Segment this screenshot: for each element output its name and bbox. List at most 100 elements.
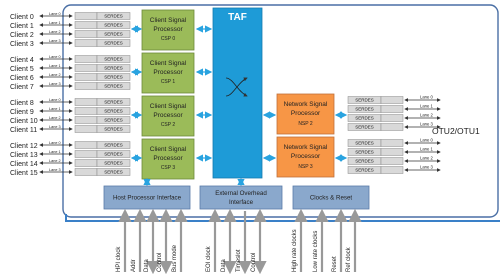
serdes-label: SERDES	[104, 161, 123, 166]
serdes-port-box	[380, 123, 404, 131]
csp-title-line2: Processor	[153, 112, 183, 119]
client-label: Client 14	[10, 161, 38, 168]
serdes-box	[96, 55, 131, 63]
client-label: Client 5	[10, 66, 34, 73]
control-signal-label: Control	[157, 253, 163, 272]
serdes-port-box	[74, 168, 98, 176]
high-rate-clocks-signal-label: High rate clocks	[292, 229, 298, 272]
serdes-box	[96, 39, 131, 47]
lane-label: Lane 3	[420, 122, 433, 127]
serdes-label: SERDES	[355, 116, 374, 121]
lane-label: Lane 3	[420, 165, 433, 170]
reset-signal-label: Reset	[332, 256, 338, 272]
client-label: Client 0	[10, 14, 34, 21]
timeslot-signal-label: Timeslot	[236, 249, 242, 272]
lane-label: Lane 1	[49, 21, 61, 25]
nsp-title-line1: Network Signal	[284, 101, 328, 108]
serdes-port-box	[74, 55, 98, 63]
serdes-port-box	[380, 96, 404, 104]
serdes-port-box	[74, 116, 98, 124]
csp-id: CSP 3	[161, 165, 176, 171]
csp-title-line1: Client Signal	[150, 60, 187, 67]
low-rate-clocks-signal-label: Low rate clocks	[313, 231, 319, 272]
nsp-block	[276, 136, 335, 178]
client-label: Client 2	[10, 32, 34, 39]
serdes-port-box	[74, 21, 98, 29]
serdes-box	[96, 150, 131, 158]
lane-label: Lane 2	[420, 113, 433, 118]
serdes-label: SERDES	[355, 98, 374, 103]
hpi-clock-signal-label: HPI clock	[116, 246, 122, 272]
serdes-label: SERDES	[355, 168, 374, 173]
serdes-label: SERDES	[104, 66, 123, 71]
lane-label: Lane 0	[420, 95, 433, 100]
nsp-id: NSP 3	[298, 164, 313, 170]
serdes-box	[96, 116, 131, 124]
nsp-title-line2: Processor	[291, 153, 321, 160]
serdes-port-box	[380, 139, 404, 147]
csp-id: CSP 0	[161, 36, 176, 42]
otu-label: OTU2/OTU1	[432, 126, 480, 136]
serdes-port-box	[74, 107, 98, 115]
bus-mode-signal-label: Bus mode	[172, 244, 178, 272]
serdes-label: SERDES	[104, 14, 123, 19]
serdes-label: SERDES	[104, 118, 123, 123]
overhead-data-signal-label: Data	[221, 259, 227, 272]
serdes-port-box	[74, 159, 98, 167]
taf-label: TAF	[228, 12, 247, 23]
client-label: Client 6	[10, 75, 34, 82]
lane-label: Lane 0	[49, 98, 61, 102]
nsp-title-line2: Processor	[291, 110, 321, 117]
lane-label: Lane 0	[49, 12, 61, 16]
serdes-port-box	[380, 114, 404, 122]
serdes-port-box	[74, 150, 98, 158]
client-label: Client 9	[10, 109, 34, 116]
serdes-box	[96, 64, 131, 72]
lane-label: Lane 0	[49, 141, 61, 145]
serdes-port-box	[74, 73, 98, 81]
csp-block	[141, 95, 195, 137]
csp-title-line2: Processor	[153, 26, 183, 33]
taf-cross-line	[225, 77, 248, 97]
lane-label: Lane 1	[420, 104, 433, 109]
serdes-label: SERDES	[104, 84, 123, 89]
overhead-box-label-line2: Interface	[229, 199, 254, 206]
serdes-label: SERDES	[104, 109, 123, 114]
serdes-label: SERDES	[104, 143, 123, 148]
lane-label: Lane 1	[420, 147, 433, 152]
csp-title-line2: Processor	[153, 155, 183, 162]
csp-id: CSP 2	[161, 122, 176, 128]
addr-signal-label: Addr	[131, 259, 137, 272]
csp-title-line1: Client Signal	[150, 17, 187, 24]
serdes-label: SERDES	[104, 23, 123, 28]
client-label: Client 10	[10, 118, 38, 125]
serdes-box	[96, 82, 131, 90]
serdes-box	[96, 125, 131, 133]
lane-label: Lane 1	[49, 107, 61, 111]
client-label: Client 15	[10, 170, 38, 177]
serdes-port-box	[380, 157, 404, 165]
clocks-reset-box	[292, 185, 370, 210]
overhead-box-label-line1: External Overhead	[215, 190, 267, 197]
data-signal-label: Data	[144, 259, 150, 272]
lane-label: Lane 2	[49, 73, 61, 77]
serdes-port-box	[74, 64, 98, 72]
host-box-label: Host Processor Interface	[113, 195, 182, 202]
serdes-port-box	[74, 39, 98, 47]
lane-label: Lane 2	[49, 159, 61, 163]
serdes-label: SERDES	[104, 57, 123, 62]
lane-label: Lane 2	[49, 30, 61, 34]
csp-title-line1: Client Signal	[150, 146, 187, 153]
serdes-label: SERDES	[355, 150, 374, 155]
serdes-port-box	[74, 125, 98, 133]
lane-label: Lane 3	[49, 82, 61, 86]
lane-label: Lane 3	[49, 168, 61, 172]
client-label: Client 7	[10, 84, 34, 91]
serdes-label: SERDES	[104, 32, 123, 37]
nsp-block	[276, 93, 335, 135]
lane-label: Lane 0	[420, 138, 433, 143]
serdes-port-box	[380, 166, 404, 174]
serdes-box	[96, 141, 131, 149]
